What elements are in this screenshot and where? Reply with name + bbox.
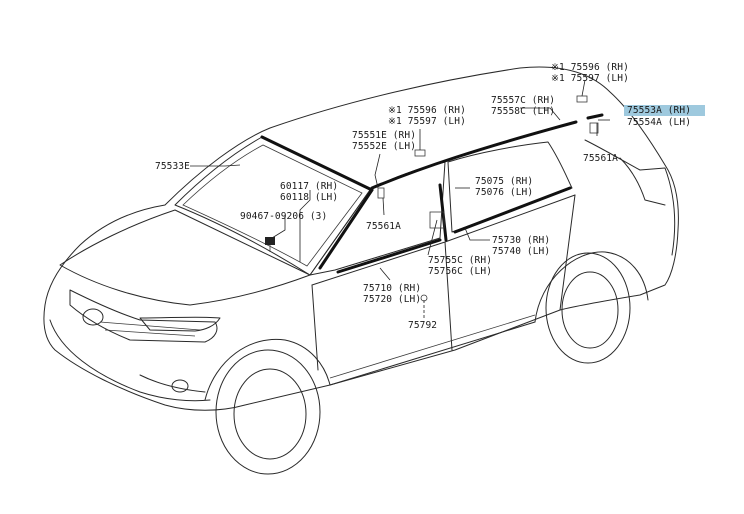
part-label-75552e: 75552E (LH) — [352, 141, 417, 152]
part-label-75076: 75076 (LH) — [475, 187, 534, 198]
part-label-75561a-left: 75561A — [366, 221, 401, 232]
front-grille — [69, 289, 218, 343]
rear-spoiler-moulding — [586, 113, 604, 120]
part-label-75557c: 75557C (RH) — [491, 95, 556, 106]
part-label-75740: 75740 (LH) — [492, 246, 551, 257]
rear-wheel-arch — [534, 251, 649, 323]
part-label-60118: 60118 (LH) — [280, 192, 339, 203]
door-frame-moulding — [438, 183, 448, 242]
clip-fastener — [265, 237, 275, 245]
front-wheel — [215, 349, 321, 475]
part-label-75756c: 75756C (LH) — [428, 266, 493, 277]
part-label-75075: 75075 (RH) — [475, 176, 534, 187]
part-label-75558c: 75558C (LH) — [491, 106, 556, 117]
part-label-75730: 75730 (RH) — [492, 235, 551, 246]
a-pillar-moulding — [318, 188, 374, 270]
part-label-90467: 90467-09206 (3) — [240, 211, 328, 222]
part-label-75755c: 75755C (RH) — [428, 255, 493, 266]
part-label-75553a-highlighted[interactable]: 75553A (RH) — [624, 105, 706, 116]
part-label-75720: 75720 (LH) — [363, 294, 422, 305]
front-door-belt-moulding — [336, 238, 442, 274]
part-label-75597-top: ※1 75597 (LH) — [551, 73, 629, 84]
windshield-moulding — [260, 135, 374, 192]
part-label-75792: 75792 — [408, 320, 438, 331]
hood-outline — [59, 209, 311, 306]
part-label-75533e: 75533E — [155, 161, 190, 172]
part-label-75596-mid: ※1 75596 (RH) — [388, 105, 466, 116]
windshield-outline — [174, 136, 371, 276]
rear-wheel — [545, 252, 631, 364]
part-label-75554a: 75554A (LH) — [627, 117, 692, 128]
roof-drip-moulding — [370, 120, 578, 190]
part-label-75597-mid: ※1 75597 (LH) — [388, 116, 466, 127]
vehicle-body-outline — [43, 66, 679, 411]
front-wheel-arch — [204, 338, 331, 401]
part-label-60117: 60117 (RH) — [280, 181, 339, 192]
part-label-75561a-right: 75561A — [583, 153, 618, 164]
rear-door-belt-moulding — [453, 186, 572, 234]
part-label-75596-top: ※1 75596 (RH) — [551, 62, 629, 73]
part-label-75551e: 75551E (RH) — [352, 130, 417, 141]
part-label-75710: 75710 (RH) — [363, 283, 422, 294]
rear-door-frame — [447, 141, 573, 233]
